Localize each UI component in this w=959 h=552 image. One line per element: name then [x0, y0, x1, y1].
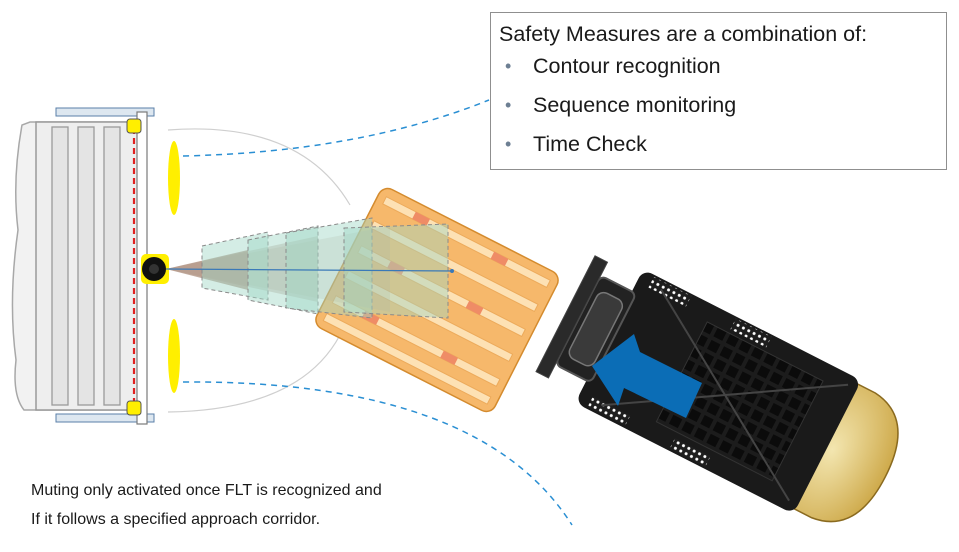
reflector-bottom [168, 319, 180, 393]
safety-measures-list: Contour recognition Sequence monitoring … [499, 53, 946, 157]
muting-note: Muting only activated once FLT is recogn… [31, 476, 382, 534]
detection-arc [167, 128, 351, 413]
post-bottom-sensor [126, 400, 142, 416]
forklift [535, 255, 899, 523]
top-rail [55, 107, 155, 117]
list-item-time-check: Time Check [499, 131, 946, 157]
callout-leader-top [182, 99, 490, 157]
list-item-contour: Contour recognition [499, 53, 946, 79]
reflector-top [168, 141, 180, 215]
callout-leader-bottom [182, 381, 573, 526]
safety-measures-callout: Safety Measures are a combination of: Co… [490, 12, 947, 170]
callout-title: Safety Measures are a combination of: [499, 22, 868, 46]
bottom-rail [55, 413, 155, 423]
approach-arrow-icon [592, 334, 702, 418]
pallet [315, 187, 559, 413]
list-item-sequence: Sequence monitoring [499, 92, 946, 118]
muting-note-line-1: Muting only activated once FLT is recogn… [31, 482, 382, 499]
post-top-sensor [126, 118, 142, 134]
muting-note-line-2: If it follows a specified approach corri… [31, 511, 321, 528]
scanner-beam [165, 268, 453, 272]
scanner-fields [165, 217, 454, 319]
station [11, 107, 169, 425]
